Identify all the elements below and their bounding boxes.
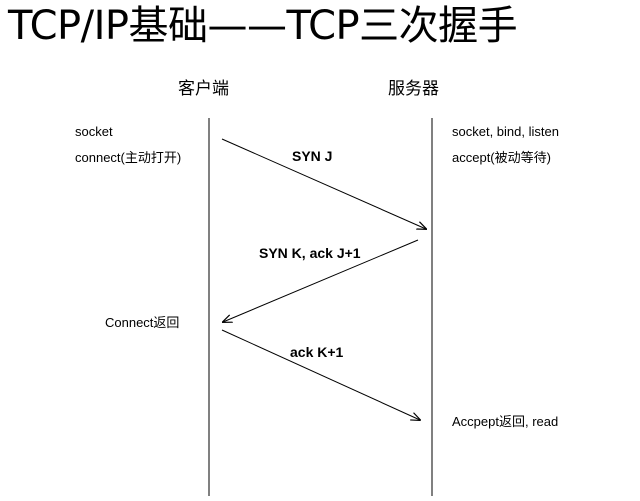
- server-accept-return-label: Accpept返回, read: [452, 414, 559, 429]
- syn-arrow: [221, 138, 426, 229]
- client-connect-label: connect(主动打开): [75, 150, 182, 165]
- syn-message-label: SYN J: [292, 148, 333, 164]
- ack-arrow: [221, 329, 420, 420]
- client-connect-return-label: Connect返回: [105, 315, 180, 330]
- server-column-header: 服务器: [388, 79, 439, 99]
- server-accept-label: accept(被动等待): [452, 150, 551, 165]
- client-column-header: 客户端: [178, 79, 229, 99]
- server-socket-bind-listen-label: socket, bind, listen: [452, 124, 559, 139]
- syn-ack-arrow: [223, 239, 419, 322]
- syn-ack-message-label: SYN K, ack J+1: [259, 245, 361, 261]
- page-title: TCP/IP基础——TCP三次握手: [8, 3, 518, 49]
- client-socket-label: socket: [75, 124, 113, 139]
- ack-message-label: ack K+1: [290, 344, 344, 360]
